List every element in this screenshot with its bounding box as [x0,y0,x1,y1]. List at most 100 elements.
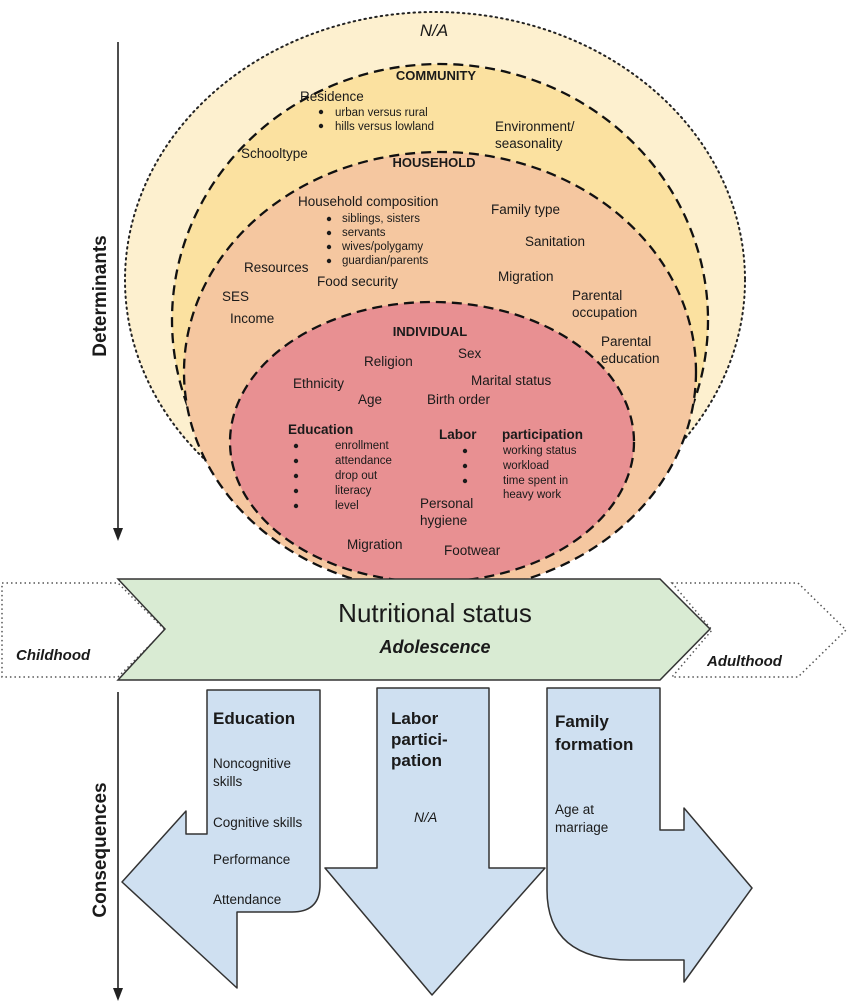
individual-circle [228,300,636,584]
religion-label: Religion [364,354,413,369]
residence-item: hills versus lowland [335,121,434,133]
ethnicity-label: Ethnicity [293,376,344,391]
timeline: Nutritional status Adolescence Childhood… [1,578,848,681]
bullet [462,448,468,454]
education-item: literacy [335,485,372,497]
composition-item: wives/polygamy [341,241,423,253]
education-item: level [335,500,359,512]
labor-item: workload [502,460,549,472]
education-consequence-labels: Education Noncognitive skills Cognitive … [213,709,303,907]
community-title: COMMUNITY [396,68,476,83]
labor-na-label: N/A [414,809,437,825]
education-item: enrollment [335,440,389,452]
personal-hygiene-line1: Personal [420,496,473,511]
bullet [326,230,332,236]
education-item: attendance [335,455,392,467]
adulthood-label: Adulthood [706,653,783,670]
bullet [326,244,332,250]
labor-item: heavy work [503,489,561,501]
labor-item: time spent in [503,475,568,487]
bullet [462,463,468,469]
environment-label-line2: seasonality [495,136,563,151]
footwear-label: Footwear [444,543,501,558]
attendance-label: Attendance [213,892,281,907]
family-title-line1: Family [555,712,609,731]
age-at-marriage-line2: marriage [555,820,608,835]
consequences-axis: Consequences [90,692,123,1001]
parental-education-line2: education [601,351,660,366]
determinants-axis-label: Determinants [90,235,111,356]
composition-item: siblings, sisters [342,213,420,225]
labor-title-line2: partici- [391,730,448,749]
individual-title: INDIVIDUAL [393,324,467,339]
parental-occupation-line1: Parental [572,288,622,303]
cognitive-skills-label: Cognitive skills [213,815,303,830]
parental-education-line1: Parental [601,334,651,349]
bullet [326,258,332,264]
family-consequence-labels: Family formation Age at marriage [555,712,633,835]
personal-hygiene-line2: hygiene [420,513,467,528]
residence-item: urban versus rural [335,107,428,119]
sex-label: Sex [458,346,482,361]
noncognitive-skills-line1: Noncognitive [213,756,291,771]
bullet [326,216,332,222]
household-composition-label: Household composition [298,194,438,209]
bullet [318,109,324,115]
family-type-label: Family type [491,202,560,217]
childhood-label: Childhood [16,647,91,664]
consequence-arrows [121,687,753,996]
adulthood-arrow [670,582,848,678]
parental-occupation-line2: occupation [572,305,637,320]
education-consequence-title: Education [213,709,295,728]
age-label: Age [358,392,382,407]
ses-label: SES [222,289,249,304]
marital-status-label: Marital status [471,373,552,388]
age-at-marriage-line1: Age at [555,802,594,817]
childhood-arrow [1,582,167,678]
individual-labels: INDIVIDUAL Sex Religion Ethnicity Marita… [288,324,583,558]
sanitation-label: Sanitation [525,234,585,249]
family-title-line2: formation [555,735,633,754]
labor-item: working status [502,445,577,457]
determinant-circles [124,11,746,594]
residence-label: Residence [300,89,364,104]
labor-consequence-arrow [324,687,546,996]
household-title: HOUSEHOLD [392,155,475,170]
community-labels: COMMUNITY Residence urban versus rural h… [241,68,575,161]
education-item: drop out [335,470,378,482]
composition-item: guardian/parents [342,255,429,267]
household-migration-label: Migration [498,269,554,284]
outer-na-label: N/A [420,21,448,40]
performance-label: Performance [213,852,290,867]
bullet [462,478,468,484]
adolescence-arrow [116,578,712,681]
family-consequence-arrow [546,687,753,983]
birth-order-label: Birth order [427,392,491,407]
labor-consequence-labels: Labor partici- pation N/A [391,709,448,825]
labor-title-line1: Labor [391,709,439,728]
individual-migration-label: Migration [347,537,403,552]
determinants-axis: Determinants [90,42,123,541]
bullet [293,458,299,464]
food-security-label: Food security [317,274,398,289]
participation-title: participation [502,427,583,442]
labor-title: Labor [439,427,477,442]
bullet [293,443,299,449]
noncognitive-skills-line2: skills [213,774,242,789]
household-labels: HOUSEHOLD Household composition siblings… [222,155,660,366]
environment-label-line1: Environment/ [495,119,575,134]
composition-item: servants [342,227,386,239]
adolescence-label: Adolescence [378,637,490,657]
education-title: Education [288,422,353,437]
consequences-axis-label: Consequences [90,782,111,917]
education-consequence-arrow [121,689,321,989]
bullet [293,473,299,479]
nutritional-status-label: Nutritional status [338,598,532,628]
labor-title-line3: pation [391,751,442,770]
income-label: Income [230,311,274,326]
schooltype-label: Schooltype [241,146,308,161]
resources-label: Resources [244,260,309,275]
bullet [318,123,324,129]
bullet [293,488,299,494]
